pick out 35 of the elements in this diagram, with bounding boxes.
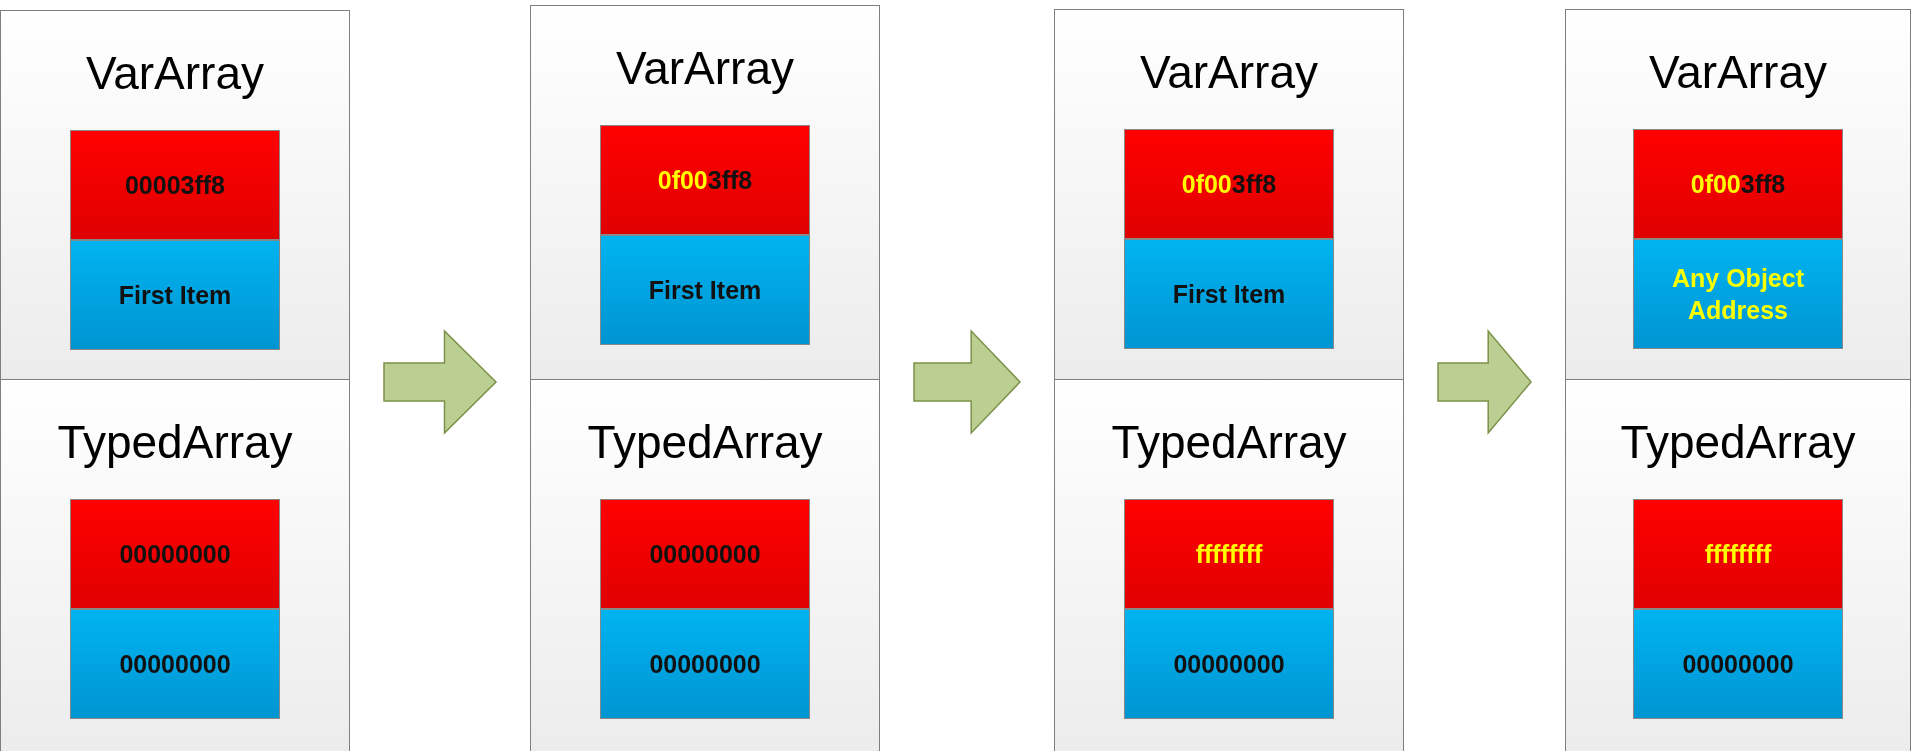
array-section	[1055, 379, 1403, 751]
block-arrow	[913, 329, 1022, 435]
block-arrow	[383, 329, 498, 435]
memory-cell: 00000000	[70, 609, 280, 719]
memory-cell: 00000000	[600, 499, 810, 609]
array-title: TypedArray	[1619, 415, 1857, 470]
array-section	[1566, 379, 1910, 751]
panel-frame	[530, 5, 880, 751]
array-section	[531, 379, 879, 751]
array-title: VarArray	[1647, 45, 1829, 100]
memory-cell: 00000000	[1633, 609, 1843, 719]
memory-cell: Any Object Address	[1633, 239, 1843, 349]
memory-cell: ffffffff	[1124, 499, 1334, 609]
memory-cell: First Item	[1124, 239, 1334, 349]
array-title: VarArray	[614, 41, 796, 96]
array-title: VarArray	[84, 46, 266, 101]
memory-cell: 00003ff8	[70, 130, 280, 240]
panel-frame	[1054, 9, 1404, 751]
memory-cell: First Item	[70, 240, 280, 350]
array-title: TypedArray	[1110, 415, 1348, 470]
memory-cell: 0f003ff8	[600, 125, 810, 235]
array-section	[1, 379, 349, 751]
array-title: TypedArray	[56, 415, 294, 470]
array-title: TypedArray	[586, 415, 824, 470]
memory-cell: 00000000	[1124, 609, 1334, 719]
block-arrow	[1437, 328, 1532, 436]
memory-cell: First Item	[600, 235, 810, 345]
memory-cell: 0f003ff8	[1124, 129, 1334, 239]
panel-frame	[0, 10, 350, 751]
memory-cell: ffffffff	[1633, 499, 1843, 609]
memory-cell: 0f003ff8	[1633, 129, 1843, 239]
memory-cell: 00000000	[70, 499, 280, 609]
panel-frame	[1565, 9, 1911, 751]
array-title: VarArray	[1138, 45, 1320, 100]
memory-cell: 00000000	[600, 609, 810, 719]
